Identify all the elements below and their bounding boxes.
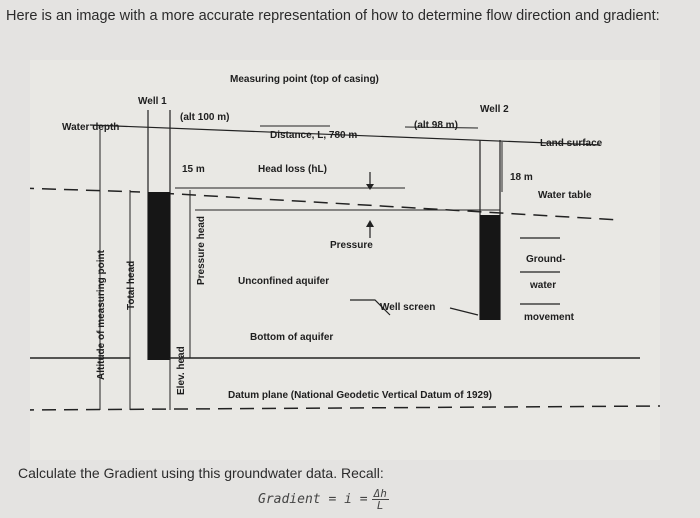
formula-denominator: L (376, 499, 384, 512)
intro-text: Here is an image with a more accurate re… (6, 8, 660, 24)
well2-label: Well 2 (480, 104, 509, 115)
pressure-label: Pressure (330, 240, 373, 251)
measuring-point-label: Measuring point (top of casing) (230, 74, 379, 85)
land-surface-label: Land surface (540, 138, 603, 149)
groundwater-diagram: Measuring point (top of casing) Well 1 W… (30, 60, 660, 460)
elev-head-label: Elev. head (176, 346, 187, 395)
pressure-arrowhead (366, 220, 374, 227)
depth2-label: 18 m (510, 172, 533, 183)
well-screen-label: Well screen (380, 302, 436, 313)
depth1-label: 15 m (182, 164, 205, 175)
groundwater-label-1: Ground- (526, 254, 566, 265)
formula-lhs: Gradient = i = (258, 492, 368, 507)
alt1-label: (alt 100 m) (180, 112, 230, 123)
formula-fraction: Δh L (371, 487, 389, 512)
land-surface-line (89, 124, 601, 146)
well2-screen (480, 215, 500, 320)
water-table-label: Water table (538, 190, 592, 201)
well1-screen (148, 192, 170, 360)
screen-pointer (449, 307, 479, 316)
pressure-head-label: Pressure head (196, 216, 207, 285)
diagram-lines (30, 110, 660, 411)
outro-text: Calculate the Gradient using this ground… (18, 465, 384, 481)
groundwater-label-2: water (530, 280, 557, 291)
alt2-label: (alt 98 m) (414, 120, 458, 131)
head-loss-label: Head loss (hL) (258, 164, 327, 175)
total-head-label: Total head (126, 260, 137, 310)
water-table-line (159, 192, 621, 221)
well1-label: Well 1 (138, 96, 167, 107)
groundwater-label-3: movement (524, 312, 575, 323)
gradient-formula: Gradient = i = Δh L (258, 488, 389, 511)
bottom-of-aquifer-label: Bottom of aquifer (250, 332, 334, 343)
datum-plane-line (30, 405, 660, 411)
head-loss-arrowhead (366, 184, 374, 190)
bottom-pointer (350, 299, 391, 316)
datum-plane-label: Datum plane (National Geodetic Vertical … (228, 390, 492, 401)
formula-numerator: Δh (371, 487, 389, 500)
unconfined-aquifer-label: Unconfined aquifer (238, 276, 330, 287)
water-depth-label: Water depth (62, 122, 120, 133)
distance-label: Distance, L, 780 m (270, 130, 358, 141)
distance-line-right (404, 126, 479, 129)
altitude-label: Altitude of measuring point (96, 250, 107, 380)
water-table-left (30, 187, 141, 193)
